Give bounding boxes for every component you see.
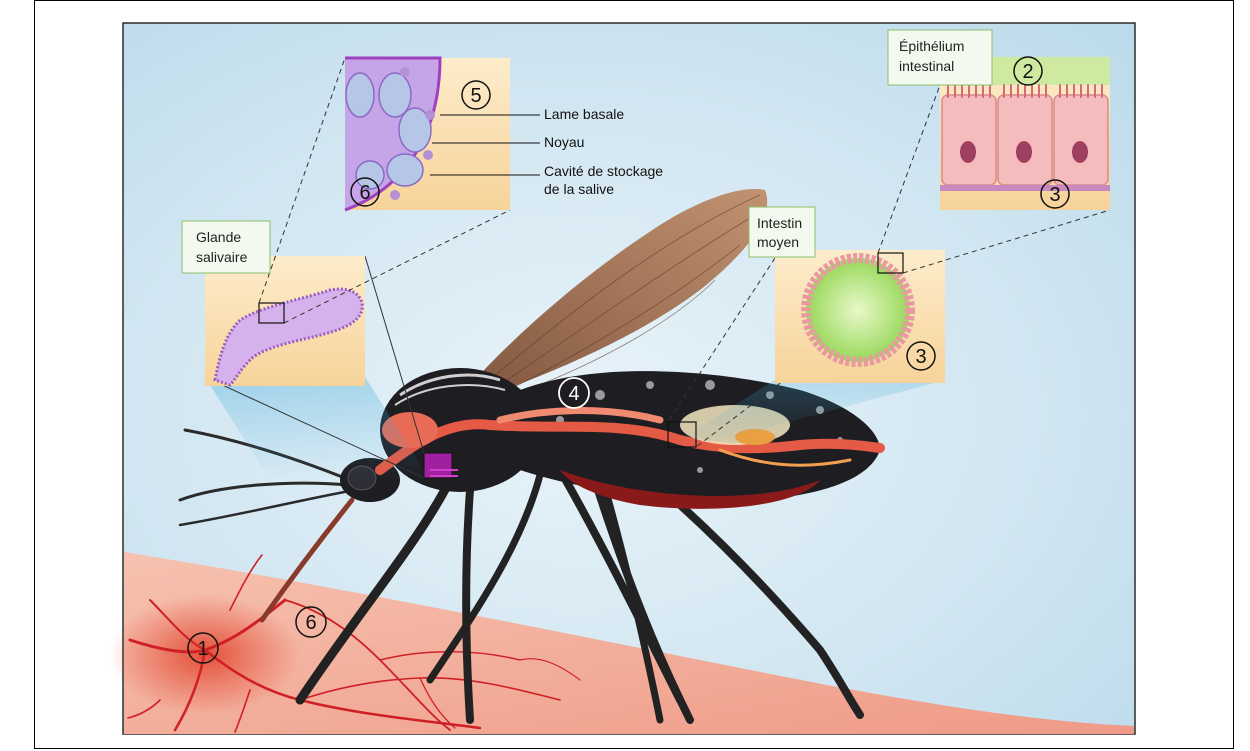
salivary-gland-highlight: [424, 453, 452, 478]
epithelium-label-line2: intestinal: [899, 58, 954, 74]
svg-text:2: 2: [1022, 61, 1033, 83]
glande-label-line2: salivaire: [196, 249, 248, 265]
intestin-label-line1: Intestin: [757, 215, 802, 231]
intestin-label-line2: moyen: [757, 234, 799, 250]
label-lame-basale: Lame basale: [544, 106, 624, 122]
svg-text:1: 1: [197, 638, 208, 660]
basal-lamina: [940, 185, 1110, 191]
label-noyau: Noyau: [544, 134, 584, 150]
svg-text:6: 6: [305, 612, 316, 634]
glande-label-line1: Glande: [196, 229, 241, 245]
svg-text:5: 5: [470, 85, 481, 107]
label-cavite-1: Cavité de stockage: [544, 163, 663, 179]
epithelial-cells: [942, 95, 1108, 185]
svg-text:4: 4: [568, 383, 579, 405]
svg-text:3: 3: [1049, 184, 1060, 206]
svg-text:6: 6: [359, 182, 370, 204]
midgut-lumen: [806, 258, 910, 362]
epithelium-label-line1: Épithélium: [899, 38, 964, 54]
label-cavite-2: de la salive: [544, 181, 614, 197]
svg-text:3: 3: [915, 346, 926, 368]
